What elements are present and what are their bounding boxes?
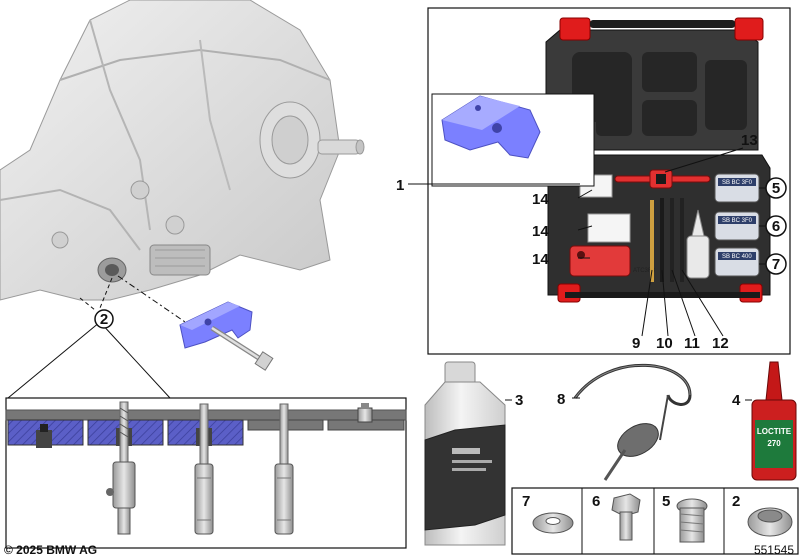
strip-label-5: 5 [662,493,670,510]
detail-stage-2 [87,401,164,535]
strip-label-7: 7 [522,493,530,510]
small-box-7: SB BC 400 [714,247,760,277]
oil-bottle [424,361,506,546]
callout-13: 13 [741,132,758,149]
callout-14b: 14 [532,223,549,240]
callout-4: 4 [732,392,741,409]
detail-stage-4 [247,403,324,535]
callout-1: 1 [396,177,404,194]
callout-8: 8 [557,391,565,408]
small-parts-strip [511,487,799,555]
grease-bottle [686,209,710,279]
callout-2-gearbox: 2 [94,309,114,329]
svg-text:LOCTITE: LOCTITE [757,427,792,436]
detail-stage-1 [7,419,84,448]
small-box-5: SB BC 3F0 [714,173,760,203]
callout-5: 5 [765,177,787,199]
svg-text:SB BC 3F0: SB BC 3F0 [722,218,753,224]
callout-14c: 14 [532,251,549,268]
inset-blue-tool [441,95,541,159]
svg-text:SB BC 400: SB BC 400 [722,254,752,260]
detail-stage-5 [327,403,405,431]
sealing-washer [532,512,574,534]
strip-label-2: 2 [732,493,740,510]
callout-10: 10 [656,335,673,352]
svg-text:7: 7 [772,256,780,273]
threaded-plug [676,498,708,543]
leader-lines-gearbox [7,275,189,399]
tap-wrench [614,169,711,189]
callout-7: 7 [765,253,787,275]
strip-label-6: 6 [592,493,600,510]
bolt [210,325,274,371]
svg-text:ATC3F8: ATC3F8 [633,268,656,274]
copyright: © 2025 BMW AG [4,543,98,557]
installation-detail-panel [5,397,407,549]
callout-6: 6 [765,215,787,237]
svg-text:SB BC 3F0: SB BC 3F0 [722,180,753,186]
drain-plug [747,507,793,537]
callout-14a: 14 [532,191,549,208]
kit-leader-lines [408,147,766,337]
svg-text:270: 270 [767,439,781,448]
svg-text:6: 6 [772,218,780,235]
callout-3: 3 [515,392,523,409]
callout-11: 11 [684,335,700,352]
special-tool-kit-panel: ATC3F8 SB BC 3F0 SB BC 3F0 SB BC 400 [427,7,791,355]
loctite-bottle: LOCTITE 270 [751,361,797,481]
callout-9: 9 [632,335,640,352]
small-box-6: SB BC 3F0 [714,211,760,241]
drill-bits [650,198,684,282]
red-locating-tool [569,245,631,277]
transfer-case-illustration [0,0,365,301]
diagram-number: 551545 [753,543,794,557]
svg-text:5: 5 [772,180,780,197]
blue-locking-tool [179,301,253,349]
callout-12: 12 [712,335,729,352]
detail-stage-3 [167,403,244,535]
hex-bolt [611,493,641,541]
suction-pump-hose [573,363,692,481]
svg-text:2: 2 [100,311,108,328]
